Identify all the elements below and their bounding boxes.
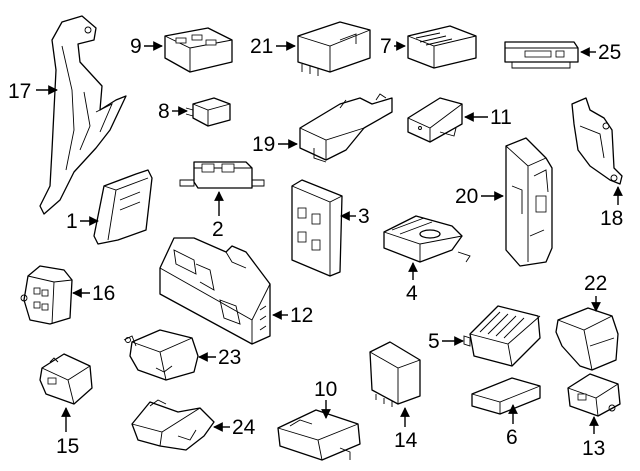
- part-11-module: [407, 97, 463, 143]
- label-15: 15: [56, 407, 79, 458]
- part-9-module: [164, 27, 233, 73]
- label-23: 23: [198, 346, 241, 369]
- part-6-module: [471, 377, 541, 415]
- part-8-module: [185, 97, 231, 127]
- label-10: 10: [314, 378, 337, 419]
- part-number: 12: [290, 304, 313, 327]
- part-21-module: [297, 21, 371, 76]
- part-number: 1: [66, 210, 78, 233]
- label-5: 5: [428, 330, 464, 353]
- part-number: 18: [600, 207, 623, 230]
- part-3-panel: [291, 179, 343, 277]
- part-number: 3: [358, 205, 370, 228]
- part-22-cover: [555, 307, 619, 371]
- part-5-connector: [463, 305, 541, 367]
- label-17: 17: [8, 80, 58, 103]
- label-21: 21: [250, 35, 296, 58]
- part-number: 4: [406, 282, 418, 305]
- part-number: 15: [56, 435, 79, 458]
- part-1-module: [93, 169, 153, 245]
- label-19: 19: [252, 133, 298, 156]
- part-13-sensor: [567, 373, 621, 417]
- part-24-bracket: [131, 399, 215, 451]
- part-number: 16: [92, 282, 115, 305]
- label-6: 6: [506, 404, 518, 449]
- label-2: 2: [212, 191, 224, 241]
- part-number: 22: [584, 272, 607, 295]
- part-16-module: [20, 265, 73, 325]
- part-20-housing: [505, 137, 553, 267]
- label-7: 7: [380, 35, 406, 58]
- part-10-module: [277, 409, 361, 461]
- part-17-bracket: [39, 15, 127, 215]
- label-1: 1: [66, 210, 99, 233]
- label-24: 24: [213, 416, 256, 439]
- part-number: 11: [490, 106, 512, 129]
- part-18-bracket: [571, 97, 623, 185]
- part-number: 20: [455, 185, 478, 208]
- label-20: 20: [455, 185, 504, 208]
- part-number: 24: [232, 416, 256, 439]
- part-number: 6: [506, 426, 518, 449]
- part-14-module: [369, 341, 421, 407]
- label-9: 9: [130, 35, 163, 58]
- label-11: 11: [464, 106, 512, 129]
- label-18: 18: [600, 186, 623, 230]
- part-23-sensor: [123, 329, 199, 381]
- label-8: 8: [158, 100, 188, 123]
- part-number: 5: [428, 330, 440, 353]
- part-7-module: [407, 25, 477, 69]
- part-19-tray: [299, 93, 393, 163]
- part-number: 2: [212, 218, 224, 241]
- part-number: 9: [130, 35, 142, 58]
- part-15-module: [39, 353, 93, 405]
- part-number: 19: [252, 133, 275, 156]
- label-4: 4: [406, 262, 418, 305]
- part-2-relay: [179, 161, 265, 189]
- part-number: 17: [8, 80, 31, 103]
- part-number: 10: [314, 378, 337, 401]
- part-number: 13: [582, 437, 605, 460]
- label-22: 22: [584, 272, 607, 312]
- label-12: 12: [272, 304, 313, 327]
- part-number: 14: [394, 429, 418, 452]
- part-number: 25: [598, 41, 621, 64]
- part-25-panel: [504, 41, 579, 69]
- label-25: 25: [580, 41, 621, 64]
- part-number: 21: [250, 35, 273, 58]
- part-12-fuse-box: [159, 237, 271, 345]
- label-13: 13: [582, 416, 605, 460]
- label-3: 3: [340, 205, 370, 228]
- part-number: 23: [218, 346, 241, 369]
- label-16: 16: [72, 282, 115, 305]
- part-number: 8: [158, 100, 170, 123]
- label-14: 14: [394, 407, 418, 452]
- part-number: 7: [380, 35, 392, 58]
- part-4-module: [383, 215, 471, 263]
